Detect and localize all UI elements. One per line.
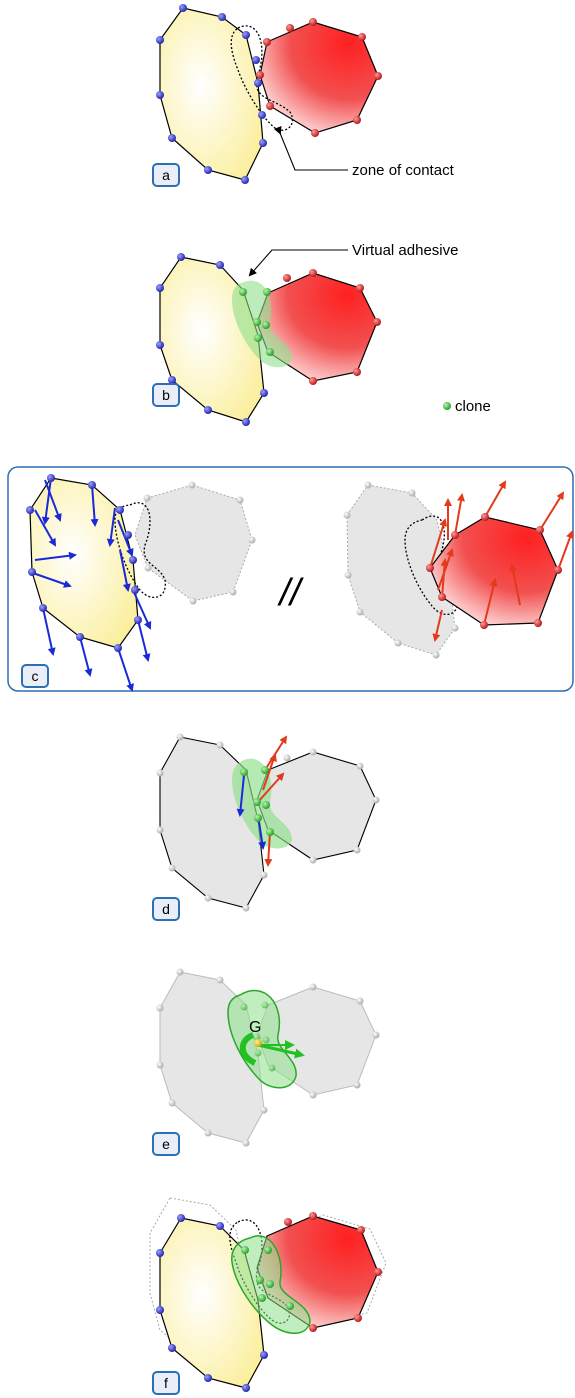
rotation-arrow	[239, 1032, 257, 1066]
virtual-adhesive	[232, 280, 292, 368]
centroid-node	[254, 1039, 262, 1047]
panel-label: c	[32, 668, 39, 684]
panel-c: // c	[7, 466, 574, 692]
contact-zone-outline	[230, 25, 294, 131]
red-force-arrows	[257, 735, 288, 867]
blue-force-arrows	[29, 477, 152, 692]
panel-label: a	[162, 167, 170, 183]
panel-e: G e	[152, 968, 380, 1156]
contact-zone-leader	[274, 125, 348, 171]
red-force-arrows	[429, 480, 574, 642]
virtual-adhesive-label: Virtual adhesive	[352, 242, 458, 259]
blue-nodes	[156, 253, 268, 426]
panel-label-box	[152, 163, 180, 187]
blue-nodes	[26, 474, 142, 652]
panel-label: d	[162, 901, 170, 917]
clone-nodes	[240, 766, 274, 836]
panel-d: d	[152, 733, 380, 921]
gray-nodes	[156, 968, 380, 1147]
panel-b: Virtual adhesive clone b	[152, 242, 491, 426]
centroid-label: G	[249, 1019, 261, 1036]
ghost-object	[134, 484, 253, 602]
panel-label-box	[21, 664, 49, 688]
clone-nodes	[240, 1001, 276, 1072]
clone-legend-dot	[443, 402, 451, 410]
panel-label-box	[152, 1371, 180, 1395]
virtual-adhesive	[227, 989, 297, 1089]
clone-nodes	[241, 1246, 294, 1310]
virtual-adhesive	[232, 758, 292, 849]
ghost-nodes	[143, 481, 256, 605]
blue-nodes	[156, 1214, 268, 1392]
virtual-adhesive-leader	[248, 249, 348, 277]
red-nodes	[426, 513, 562, 629]
zone-of-contact-label: zone of contact	[352, 162, 455, 179]
blue-nodes	[156, 4, 267, 184]
red-nodes	[284, 1212, 382, 1332]
panel-c-frame	[7, 466, 574, 692]
panel-label-box	[152, 897, 180, 921]
panel-f: f	[149, 1197, 387, 1395]
contact-zone-outline	[404, 515, 459, 616]
translation-arrow	[257, 1043, 305, 1059]
gray-nodes	[156, 733, 380, 912]
panel-label: f	[164, 1375, 168, 1391]
panel-label: b	[162, 387, 170, 403]
panel-label-box	[152, 383, 180, 407]
contact-zone-outline	[114, 502, 166, 599]
panel-a: zone of contact a	[152, 4, 455, 187]
panel-label: e	[162, 1136, 170, 1152]
clone-legend-label: clone	[455, 398, 491, 415]
panel-label-box	[152, 1132, 180, 1156]
separator: //	[276, 572, 304, 614]
clone-nodes	[239, 288, 274, 356]
red-nodes	[256, 18, 382, 137]
ghost-nodes	[343, 481, 459, 659]
red-nodes	[283, 269, 381, 385]
